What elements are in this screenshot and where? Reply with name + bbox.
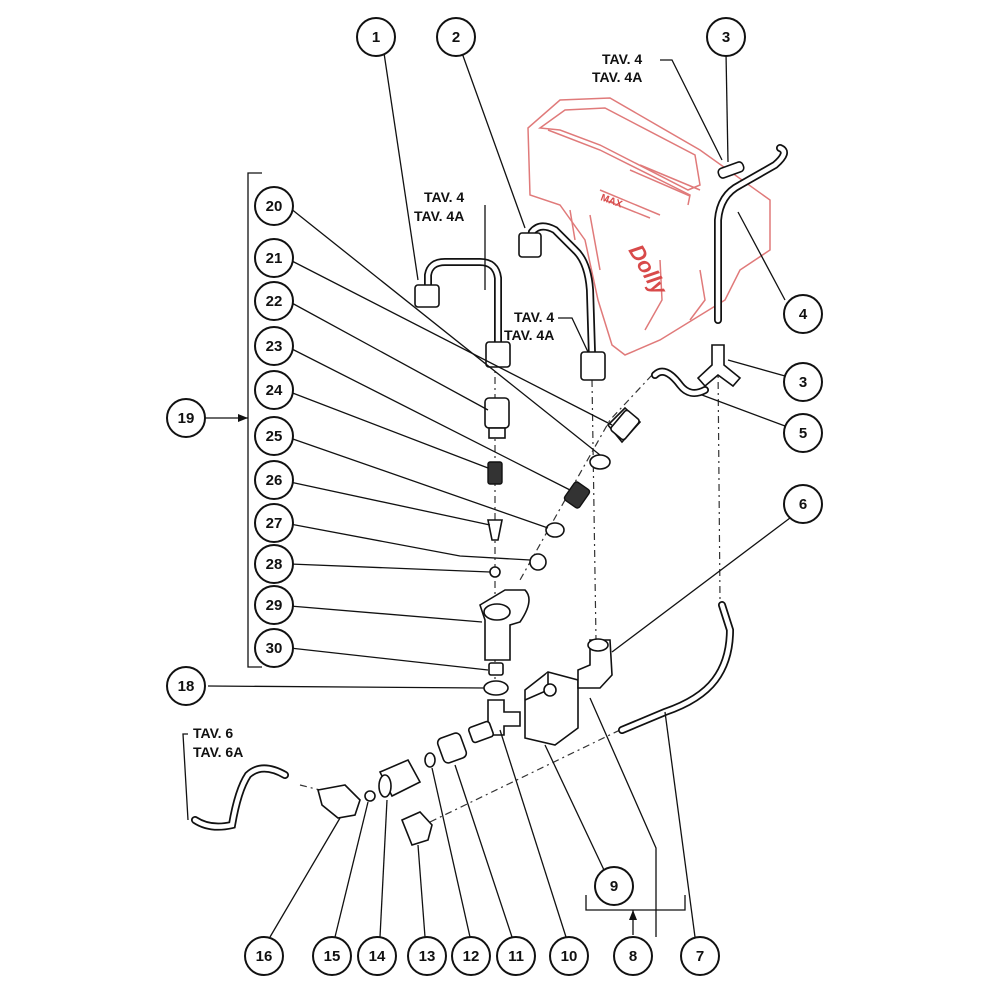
- callout-30: 30: [254, 628, 294, 668]
- svg-text:3: 3: [722, 29, 730, 46]
- callout-circles: 1 2 3 3 4 5 6 7 8 9 10 11 12 13 14 15 16…: [166, 17, 823, 976]
- callout-7: 7: [680, 936, 720, 976]
- svg-text:29: 29: [266, 597, 283, 614]
- svg-text:4: 4: [799, 306, 808, 323]
- ref-tav4-top-1: TAV. 4: [602, 51, 642, 67]
- svg-text:14: 14: [369, 948, 386, 965]
- svg-text:9: 9: [610, 878, 618, 895]
- callout-28: 28: [254, 544, 294, 584]
- parts: [191, 144, 788, 846]
- callout-13: 13: [407, 936, 447, 976]
- callout-3-connector: 3: [783, 362, 823, 402]
- callout-18: 18: [166, 666, 206, 706]
- callout-9: 9: [594, 866, 634, 906]
- ref-tav4-tube2-1: TAV. 4: [514, 309, 554, 325]
- svg-text:30: 30: [266, 640, 283, 657]
- callout-5: 5: [783, 413, 823, 453]
- svg-text:15: 15: [324, 948, 341, 965]
- ref-tav6-1: TAV. 6: [193, 725, 233, 741]
- ref-tav4a-tube1-2: TAV. 4A: [414, 208, 464, 224]
- svg-text:6: 6: [799, 496, 807, 513]
- svg-text:10: 10: [561, 948, 578, 965]
- svg-text:22: 22: [266, 293, 283, 310]
- svg-text:12: 12: [463, 948, 480, 965]
- callout-15: 15: [312, 936, 352, 976]
- callout-16: 16: [244, 936, 284, 976]
- group-19-bracket: [205, 172, 262, 668]
- svg-text:21: 21: [266, 250, 283, 267]
- callout-25: 25: [254, 416, 294, 456]
- callout-26: 26: [254, 460, 294, 500]
- water-tank: MAX Dolly: [527, 97, 771, 356]
- callout-19: 19: [166, 398, 206, 438]
- callout-27: 27: [254, 503, 294, 543]
- tank-brand-label: Dolly: [624, 240, 673, 301]
- callout-14: 14: [357, 936, 397, 976]
- svg-text:19: 19: [178, 410, 195, 427]
- callout-11: 11: [496, 936, 536, 976]
- callout-20: 20: [254, 186, 294, 226]
- callout-22: 22: [254, 281, 294, 321]
- svg-text:24: 24: [266, 382, 283, 399]
- callout-1: 1: [356, 17, 396, 57]
- callout-8: 8: [613, 936, 653, 976]
- tank-max-label: MAX: [599, 192, 624, 210]
- svg-text:27: 27: [266, 515, 283, 532]
- svg-text:3: 3: [799, 374, 807, 391]
- svg-text:11: 11: [508, 948, 524, 965]
- callout-10: 10: [549, 936, 589, 976]
- leader-lines: [182, 52, 791, 938]
- svg-text:26: 26: [266, 472, 283, 489]
- svg-text:13: 13: [419, 948, 436, 965]
- ref-tav4a-tube2-2: TAV. 4A: [504, 327, 554, 343]
- callout-6: 6: [783, 484, 823, 524]
- svg-text:28: 28: [266, 556, 283, 573]
- callout-24: 24: [254, 370, 294, 410]
- svg-text:7: 7: [696, 948, 704, 965]
- svg-text:18: 18: [178, 678, 195, 695]
- ref-tav4a-top-2: TAV. 4A: [592, 69, 642, 85]
- callout-29: 29: [254, 585, 294, 625]
- callout-23: 23: [254, 326, 294, 366]
- callout-21: 21: [254, 238, 294, 278]
- ref-tav6a-2: TAV. 6A: [193, 744, 243, 760]
- ref-tav4-tube1-1: TAV. 4: [424, 189, 464, 205]
- group-8-bracket: [585, 895, 686, 935]
- callout-2: 2: [436, 17, 476, 57]
- svg-text:23: 23: [266, 338, 283, 355]
- reference-labels: TAV. 4 TAV. 4A TAV. 4 TAV. 4A TAV. 4 TAV…: [193, 51, 642, 760]
- svg-text:16: 16: [256, 948, 273, 965]
- svg-text:25: 25: [266, 428, 283, 445]
- svg-text:2: 2: [452, 29, 460, 46]
- svg-text:8: 8: [629, 948, 637, 965]
- callout-12: 12: [451, 936, 491, 976]
- callout-4: 4: [783, 294, 823, 334]
- svg-text:20: 20: [266, 198, 283, 215]
- svg-text:5: 5: [799, 425, 807, 442]
- svg-text:1: 1: [372, 29, 380, 46]
- callout-3-top: 3: [706, 17, 746, 57]
